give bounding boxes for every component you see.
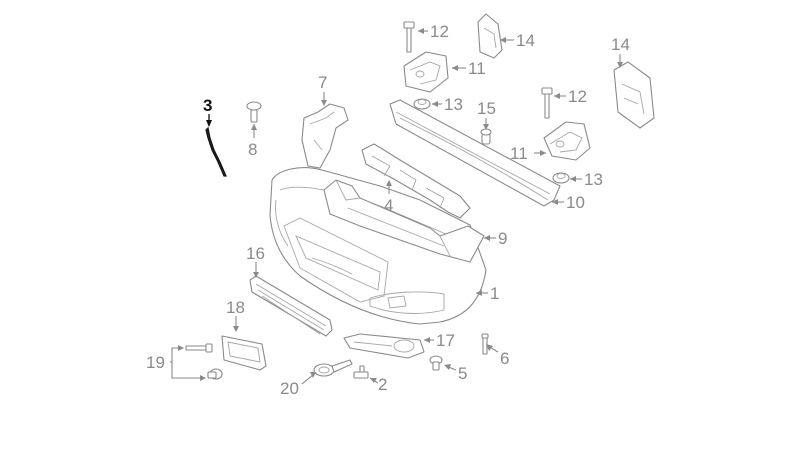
part-17-fog-lamp-grille[interactable] bbox=[343, 333, 425, 359]
part-20-towing-eye[interactable] bbox=[313, 359, 353, 377]
callout-11-upper: 11 bbox=[468, 59, 486, 78]
part-18-license-plate-bracket[interactable] bbox=[221, 335, 267, 371]
callout-13-upper: 13 bbox=[444, 95, 463, 114]
callout-18: 18 bbox=[226, 298, 245, 317]
part-4-bracket-carrier[interactable] bbox=[361, 143, 471, 219]
callout-6: 6 bbox=[500, 349, 509, 368]
part-11-mounting-bracket-lower[interactable] bbox=[543, 121, 591, 161]
callout-15: 15 bbox=[477, 99, 496, 118]
callout-12-upper: 12 bbox=[430, 22, 449, 41]
part-13-clip-nut-lower[interactable] bbox=[552, 172, 570, 184]
callout-2: 2 bbox=[378, 375, 387, 394]
callout-16: 16 bbox=[246, 244, 265, 263]
part-10-reinforcement-bar[interactable] bbox=[389, 99, 561, 207]
part-16-grille[interactable] bbox=[249, 275, 333, 337]
callout-labels: 1 2 3 4 5 6 7 8 9 10 11 11 12 12 13 13 1… bbox=[146, 22, 630, 398]
part-6-screw[interactable] bbox=[481, 333, 489, 355]
callout-3: 3 bbox=[203, 96, 212, 115]
part-12-bolt-lower[interactable] bbox=[541, 87, 553, 119]
part-2-bolt[interactable] bbox=[353, 365, 369, 379]
callout-19: 19 bbox=[146, 353, 165, 372]
callout-20: 20 bbox=[280, 379, 299, 398]
part-1-bumper-cover[interactable] bbox=[269, 167, 487, 325]
callout-4: 4 bbox=[384, 196, 393, 215]
callout-8: 8 bbox=[248, 140, 257, 159]
part-14-vertical-bracket-lower[interactable] bbox=[613, 61, 655, 129]
part-13-clip-nut-upper[interactable] bbox=[413, 98, 431, 110]
callout-5: 5 bbox=[458, 364, 467, 383]
part-9-impact-absorber[interactable] bbox=[323, 179, 485, 263]
callout-10: 10 bbox=[566, 193, 585, 212]
part-19-push-clip-lower[interactable] bbox=[207, 368, 223, 380]
part-19-screw-upper[interactable] bbox=[185, 343, 213, 353]
callout-9: 9 bbox=[498, 229, 507, 248]
callout-1: 1 bbox=[490, 284, 499, 303]
leader-arrowheads bbox=[178, 28, 623, 383]
part-14-vertical-bracket-upper[interactable] bbox=[477, 13, 503, 59]
part-11-mounting-bracket-upper[interactable] bbox=[403, 51, 449, 93]
part-15-clip[interactable] bbox=[480, 128, 492, 145]
callout-14-lower: 14 bbox=[611, 35, 630, 54]
callout-13-lower: 13 bbox=[584, 170, 603, 189]
part-5-clip-nut[interactable] bbox=[429, 355, 443, 371]
part-8-push-rivet[interactable] bbox=[246, 101, 262, 123]
part-12-bolt-upper[interactable] bbox=[403, 21, 415, 53]
callout-17: 17 bbox=[436, 331, 455, 350]
callout-12-lower: 12 bbox=[568, 87, 587, 106]
part-3-seal-strip[interactable] bbox=[205, 126, 227, 177]
callout-14-upper: 14 bbox=[516, 31, 535, 50]
callout-7: 7 bbox=[318, 73, 327, 92]
part-7-side-bracket[interactable] bbox=[301, 103, 349, 169]
callout-11-lower: 11 bbox=[510, 144, 528, 163]
